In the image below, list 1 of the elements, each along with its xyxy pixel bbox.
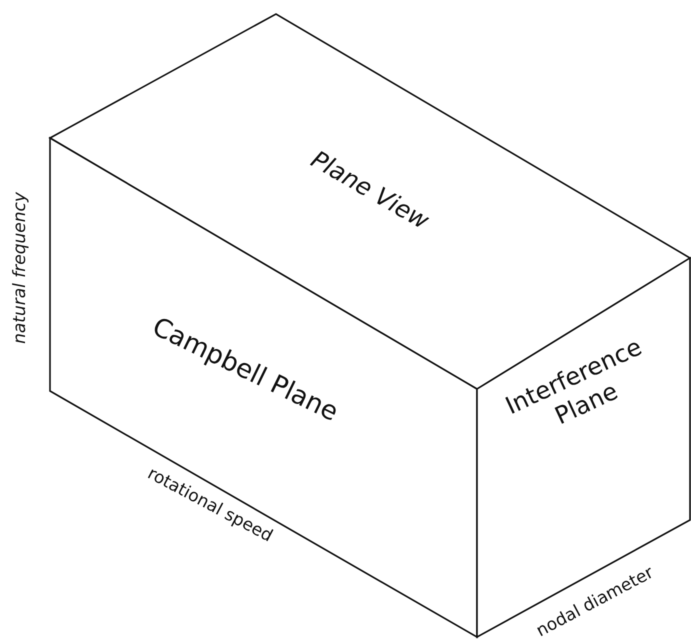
axis-label: natural frequency — [10, 192, 30, 344]
